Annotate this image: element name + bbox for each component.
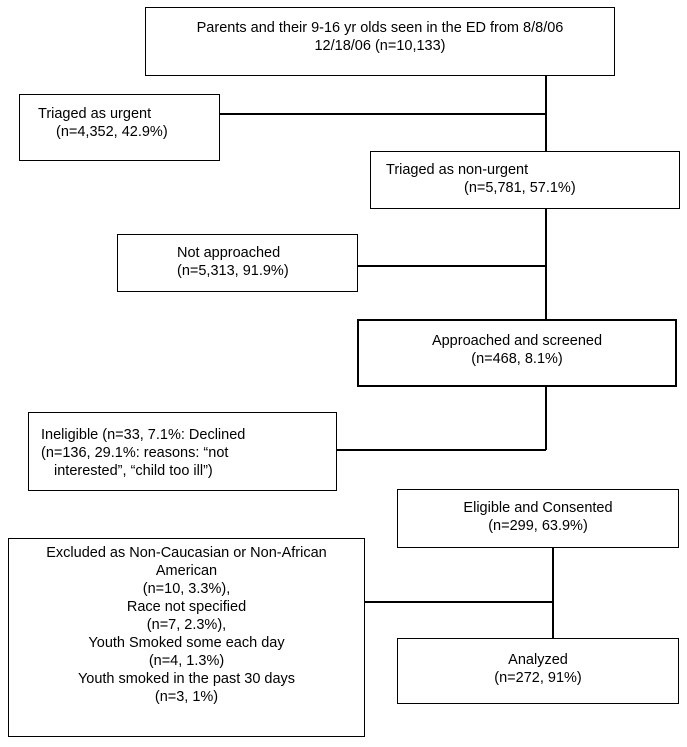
- box-excluded: Excluded as Non-Caucasian or Non-African…: [8, 538, 365, 737]
- connector-to-ineligible: [336, 449, 546, 451]
- eligible-line2: (n=299, 63.9%): [488, 518, 588, 534]
- ineligible-line1: Ineligible (n=33, 7.1%: Declined: [41, 427, 246, 443]
- box-approached-screened: Approached and screened (n=468, 8.1%): [357, 319, 677, 387]
- connector-nonurgent-to-approached: [545, 208, 547, 320]
- not-approached-line1: Not approached: [177, 245, 281, 261]
- eligible-line1: Eligible and Consented: [463, 500, 613, 516]
- connector-to-urgent: [219, 113, 546, 115]
- connector-to-excluded: [364, 601, 553, 603]
- analyzed-line2: (n=272, 91%): [494, 670, 582, 686]
- connector-to-not-approached: [357, 265, 546, 267]
- total-seen-line2: 12/18/06 (n=10,133): [314, 38, 446, 54]
- box-triaged-nonurgent: Triaged as non-urgent (n=5,781, 57.1%): [370, 151, 680, 209]
- urgent-line2: (n=4,352, 42.9%): [56, 124, 168, 140]
- excluded-line4: Race not specified: [126, 599, 247, 615]
- approached-line1: Approached and screened: [431, 333, 603, 349]
- ineligible-line2: (n=136, 29.1%: reasons: “not: [41, 445, 229, 461]
- excluded-line6: Youth Smoked some each day: [88, 635, 285, 651]
- box-eligible-consented: Eligible and Consented (n=299, 63.9%): [397, 489, 679, 548]
- box-not-approached: Not approached (n=5,313, 91.9%): [117, 234, 358, 292]
- excluded-line2: American: [155, 563, 218, 579]
- excluded-line8: Youth smoked in the past 30 days: [77, 671, 296, 687]
- excluded-line3: (n=10, 3.3%),: [142, 581, 231, 597]
- ineligible-line3: interested”, “child too ill”): [54, 463, 213, 479]
- box-total-seen: Parents and their 9-16 yr olds seen in t…: [145, 7, 615, 76]
- urgent-line1: Triaged as urgent: [38, 106, 152, 122]
- excluded-line5: (n=7, 2.3%),: [146, 617, 227, 633]
- not-approached-line2: (n=5,313, 91.9%): [177, 263, 289, 279]
- connector-approached-down: [545, 386, 547, 450]
- excluded-line9: (n=3, 1%): [154, 689, 219, 705]
- total-seen-line1: Parents and their 9-16 yr olds seen in t…: [196, 20, 564, 36]
- excluded-line7: (n=4, 1.3%): [148, 653, 225, 669]
- nonurgent-line1: Triaged as non-urgent: [386, 162, 529, 178]
- nonurgent-line2: (n=5,781, 57.1%): [464, 180, 576, 196]
- analyzed-line1: Analyzed: [508, 652, 568, 668]
- box-triaged-urgent: Triaged as urgent (n=4,352, 42.9%): [19, 94, 220, 161]
- connector-eligible-to-analyzed: [552, 547, 554, 639]
- box-ineligible: Ineligible (n=33, 7.1%: Declined (n=136,…: [28, 412, 337, 491]
- excluded-line1: Excluded as Non-Caucasian or Non-African: [46, 545, 327, 561]
- approached-line2: (n=468, 8.1%): [471, 351, 563, 367]
- box-analyzed: Analyzed (n=272, 91%): [397, 638, 679, 704]
